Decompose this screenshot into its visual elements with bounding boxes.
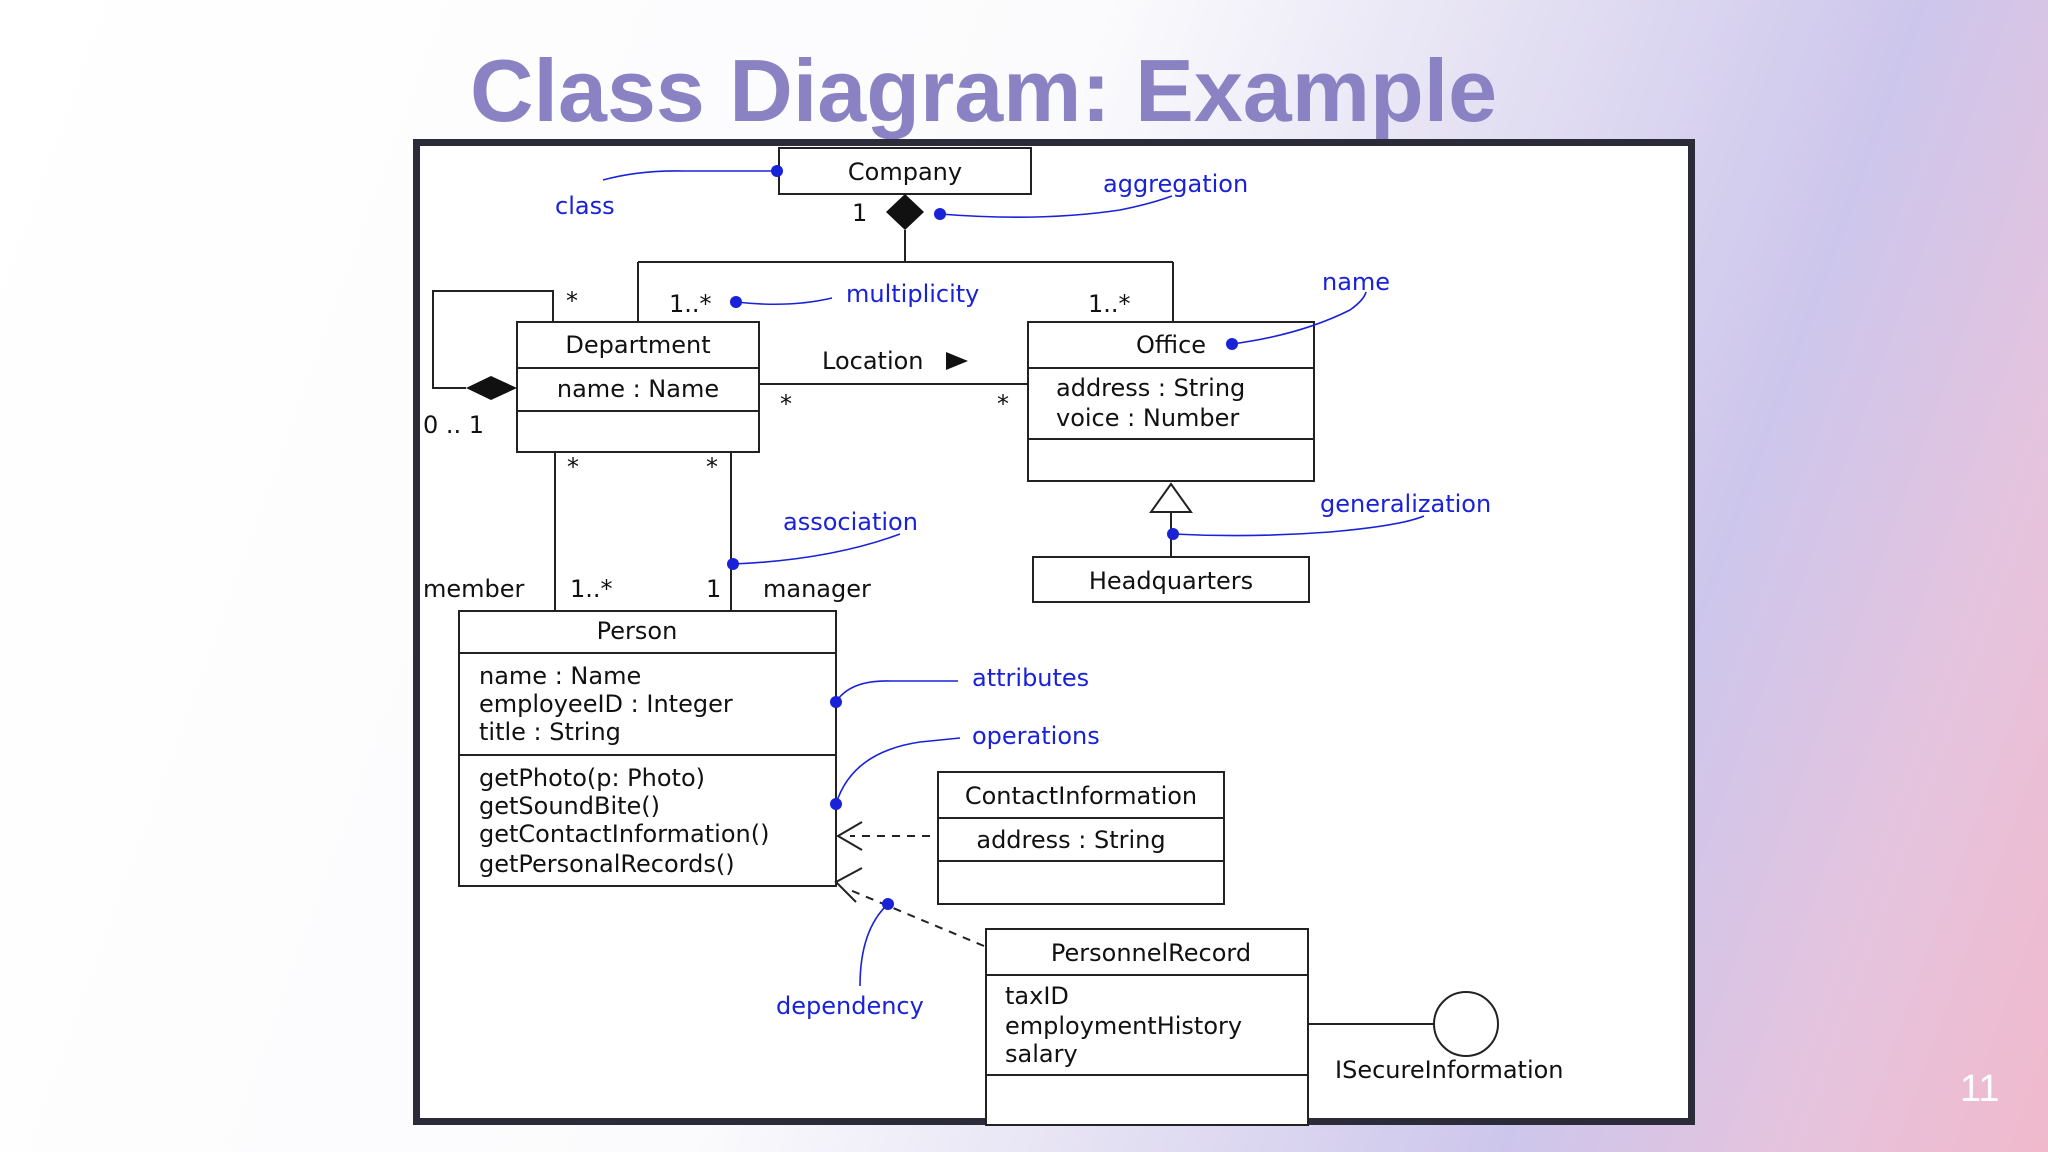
personnel-attribute-employment-history: employmentHistory — [1005, 1012, 1242, 1040]
location-association-label: Location — [822, 347, 924, 375]
annotation-aggregation-dot — [934, 208, 946, 220]
annotation-name: name — [1322, 268, 1390, 296]
annotation-multiplicity-dot — [730, 296, 742, 308]
multiplicity-dept-manager-star: * — [706, 453, 718, 481]
location-direction-arrow — [946, 352, 968, 370]
dependency-personnel-line — [849, 889, 985, 947]
multiplicity-location-office: * — [997, 390, 1009, 418]
annotation-aggregation-pointer — [939, 195, 1173, 218]
person-class-name: Person — [597, 617, 678, 645]
page-number: 11 — [1960, 1068, 2000, 1110]
company-class-name: Company — [848, 158, 962, 186]
annotation-generalization-dot — [1167, 528, 1179, 540]
person-operation-get-sound-bite: getSoundBite() — [479, 792, 660, 820]
annotation-operations-dot — [830, 798, 842, 810]
annotation-aggregation: aggregation — [1103, 170, 1248, 198]
annotation-generalization: generalization — [1320, 490, 1491, 518]
annotation-operations: operations — [972, 722, 1100, 750]
slide-title: Class Diagram: Example — [470, 41, 1498, 140]
office-attribute-address: address : String — [1056, 374, 1245, 402]
annotation-operations-pointer — [835, 737, 961, 805]
personnel-attribute-salary: salary — [1005, 1040, 1078, 1068]
generalization-triangle — [1149, 482, 1193, 513]
annotation-class-pointer — [602, 170, 776, 181]
multiplicity-member-person: 1..* — [570, 575, 613, 603]
company-class-box — [778, 147, 1032, 195]
multiplicity-dept-self-star: * — [566, 287, 578, 315]
annotation-dependency-pointer — [859, 903, 889, 987]
annotation-dependency-dot — [882, 898, 894, 910]
department-class-name: Department — [565, 331, 710, 359]
office-class-name: Office — [1136, 331, 1206, 359]
annotation-class-dot — [771, 165, 783, 177]
personnel-attribute-tax-id: taxID — [1005, 982, 1069, 1010]
annotation-attributes-dot — [830, 696, 842, 708]
manager-role-label: manager — [763, 575, 871, 603]
dependency-contact-arrowhead — [836, 821, 863, 851]
annotation-dependency: dependency — [776, 992, 924, 1020]
multiplicity-dept-member-star: * — [567, 453, 579, 481]
department-class-box — [516, 321, 760, 453]
multiplicity-dept-self-zero-one: 0 .. 1 — [423, 411, 484, 439]
annotation-generalization-pointer — [1172, 515, 1425, 537]
headquarters-class-name: Headquarters — [1089, 567, 1253, 595]
contact-information-class-name: ContactInformation — [965, 782, 1197, 810]
aggregation-diamond — [886, 194, 924, 230]
multiplicity-location-dept: * — [780, 390, 792, 418]
person-attribute-title: title : String — [479, 718, 621, 746]
member-role-label: member — [423, 575, 525, 603]
office-class-box — [1027, 321, 1315, 482]
annotation-association: association — [783, 508, 918, 536]
multiplicity-company-office: 1..* — [1088, 290, 1131, 318]
person-operation-get-personal-records: getPersonalRecords() — [479, 850, 735, 878]
department-attribute: name : Name — [557, 375, 719, 403]
annotation-class: class — [555, 192, 615, 220]
annotation-name-pointer — [1231, 291, 1367, 345]
annotation-name-dot — [1226, 338, 1238, 350]
person-class-box — [458, 610, 837, 887]
headquarters-class-box — [1032, 556, 1310, 603]
multiplicity-manager-person: 1 — [706, 575, 721, 603]
annotation-multiplicity-pointer — [735, 297, 833, 306]
person-operation-get-contact-information: getContactInformation() — [479, 820, 769, 848]
person-operation-get-photo: getPhoto(p: Photo) — [479, 764, 705, 792]
dependency-personnel-arrowhead — [834, 867, 863, 903]
personnel-record-class-box — [985, 928, 1309, 1126]
multiplicity-company-one: 1 — [852, 199, 867, 227]
department-self-association — [432, 290, 554, 389]
person-attribute-name: name : Name — [479, 662, 641, 690]
person-attribute-employee-id: employeeID : Integer — [479, 690, 733, 718]
annotation-association-pointer — [732, 533, 901, 565]
personnel-record-class-name: PersonnelRecord — [1051, 939, 1251, 967]
contact-information-attribute: address : String — [976, 826, 1165, 854]
annotation-association-dot — [727, 558, 739, 570]
annotation-multiplicity: multiplicity — [846, 280, 979, 308]
office-attribute-voice: voice : Number — [1056, 404, 1239, 432]
contact-information-class-box — [937, 771, 1225, 905]
department-self-diamond — [466, 376, 517, 400]
annotation-attributes: attributes — [972, 664, 1089, 692]
annotation-attributes-pointer — [835, 680, 958, 703]
interface-label: ISecureInformation — [1335, 1056, 1564, 1084]
multiplicity-company-dept: 1..* — [669, 290, 712, 318]
interface-circle-icon — [1433, 991, 1499, 1057]
